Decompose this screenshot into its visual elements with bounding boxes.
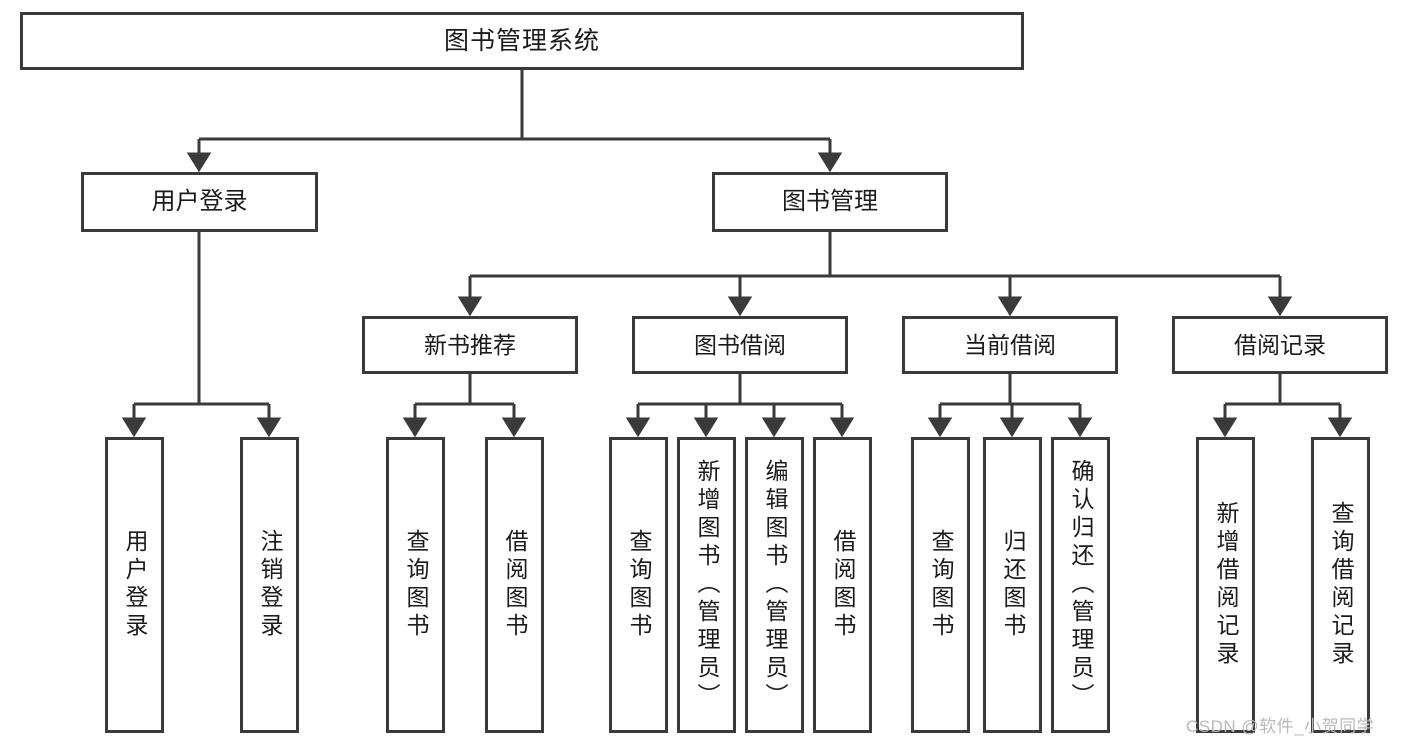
node-leaf-add-book-label: 新增图书（管理员） <box>694 459 720 711</box>
node-leaf-query-book-1[interactable]: 查询图书 <box>386 437 445 733</box>
node-leaf-query-book-3-label: 查询图书 <box>928 529 954 641</box>
node-leaf-confirm-return[interactable]: 确认归还（管理员） <box>1051 437 1110 733</box>
node-root[interactable]: 图书管理系统 <box>20 12 1024 70</box>
node-leaf-query-book-3[interactable]: 查询图书 <box>911 437 970 733</box>
node-leaf-query-record[interactable]: 查询借阅记录 <box>1311 437 1370 733</box>
node-leaf-borrow-book-1[interactable]: 借阅图书 <box>485 437 544 733</box>
node-user-login[interactable]: 用户登录 <box>81 172 318 232</box>
node-leaf-add-record[interactable]: 新增借阅记录 <box>1196 437 1255 733</box>
node-book-borrow[interactable]: 图书借阅 <box>632 316 848 374</box>
node-current-borrow[interactable]: 当前借阅 <box>902 316 1118 374</box>
node-leaf-user-login[interactable]: 用户登录 <box>105 437 164 733</box>
node-leaf-query-record-label: 查询借阅记录 <box>1328 501 1354 669</box>
node-user-login-label: 用户登录 <box>151 188 248 216</box>
node-leaf-user-logout-label: 注销登录 <box>257 529 283 641</box>
node-leaf-edit-book[interactable]: 编辑图书（管理员） <box>745 437 804 733</box>
node-leaf-add-book[interactable]: 新增图书（管理员） <box>677 437 736 733</box>
node-leaf-return-book-label: 归还图书 <box>1000 529 1026 641</box>
node-new-book-rec[interactable]: 新书推荐 <box>362 316 578 374</box>
node-leaf-borrow-book-2-label: 借阅图书 <box>830 529 856 641</box>
node-leaf-query-book-2-label: 查询图书 <box>626 529 652 641</box>
node-leaf-borrow-book-2[interactable]: 借阅图书 <box>813 437 872 733</box>
node-leaf-borrow-book-1-label: 借阅图书 <box>502 529 528 641</box>
node-leaf-add-record-label: 新增借阅记录 <box>1213 501 1239 669</box>
watermark-text: CSDN @软件_小贺同学 <box>1186 717 1375 736</box>
node-borrow-record[interactable]: 借阅记录 <box>1172 316 1388 374</box>
node-new-book-rec-label: 新书推荐 <box>424 331 516 358</box>
node-leaf-user-logout[interactable]: 注销登录 <box>240 437 299 733</box>
node-leaf-edit-book-label: 编辑图书（管理员） <box>762 459 788 711</box>
node-current-borrow-label: 当前借阅 <box>964 331 1056 358</box>
node-borrow-record-label: 借阅记录 <box>1234 331 1326 358</box>
node-leaf-return-book[interactable]: 归还图书 <box>983 437 1042 733</box>
node-leaf-user-login-label: 用户登录 <box>122 529 148 641</box>
node-leaf-query-book-2[interactable]: 查询图书 <box>609 437 668 733</box>
node-book-manage-label: 图书管理 <box>782 188 878 216</box>
node-book-manage[interactable]: 图书管理 <box>712 172 948 232</box>
node-book-borrow-label: 图书借阅 <box>694 331 786 358</box>
node-leaf-confirm-return-label: 确认归还（管理员） <box>1068 459 1094 711</box>
node-leaf-query-book-1-label: 查询图书 <box>403 529 429 641</box>
node-root-label: 图书管理系统 <box>443 26 600 55</box>
